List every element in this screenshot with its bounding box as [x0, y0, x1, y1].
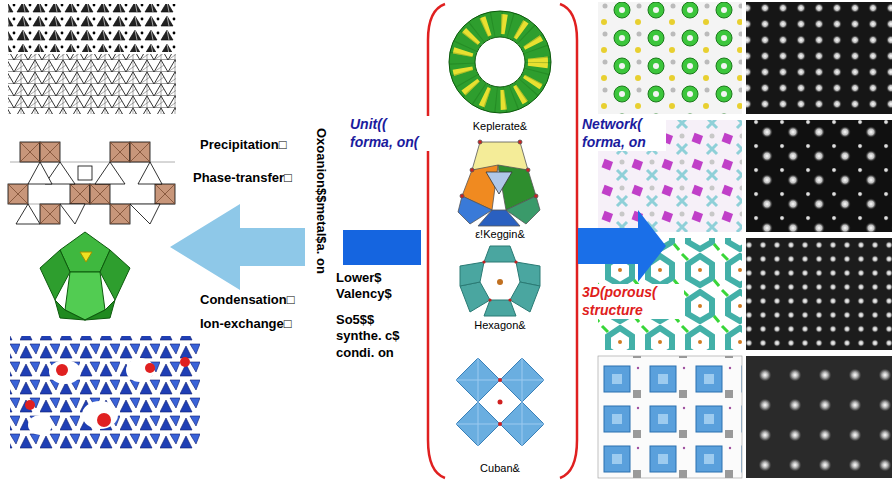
method-label: Phase-transfer□: [193, 170, 292, 186]
method-label: Precipitation□: [200, 137, 287, 153]
centre-bar: [343, 230, 421, 265]
keggin-cluster: [458, 140, 540, 226]
keplerate-cluster: [449, 11, 551, 113]
axis-label: Oxoanion$$metal$a. on: [313, 128, 329, 274]
layered-structure: [8, 4, 176, 114]
condition-label: So5$$ synthe. c$ condi. on: [336, 312, 416, 361]
result-label: 3D(porous( structure: [580, 284, 684, 319]
unit-label: Hexagon&: [440, 319, 560, 333]
red-bracket: [428, 4, 445, 478]
left-arrow: [170, 204, 305, 290]
tem-image: [746, 2, 892, 478]
unit-label: Cuban&: [440, 462, 560, 476]
step-label: Unit(( forma, on(: [348, 116, 434, 151]
step-label: Network( forma, on: [580, 116, 666, 151]
red-bracket: [560, 4, 577, 478]
unit-label: ε!Keggin&: [440, 228, 560, 242]
method-label: Condensation□: [200, 292, 295, 308]
green-cluster: [40, 232, 130, 320]
method-label: Ion-exchange□: [200, 316, 292, 332]
unit-label: Keplerate&: [440, 120, 560, 134]
cubane-cluster: [456, 358, 544, 446]
hexagon-cluster: [460, 246, 540, 316]
blue-framework: [10, 336, 200, 450]
right-arrow: [578, 210, 666, 282]
brown-framework: [8, 142, 175, 224]
condition-label: Lower$ Valency$: [336, 270, 398, 303]
